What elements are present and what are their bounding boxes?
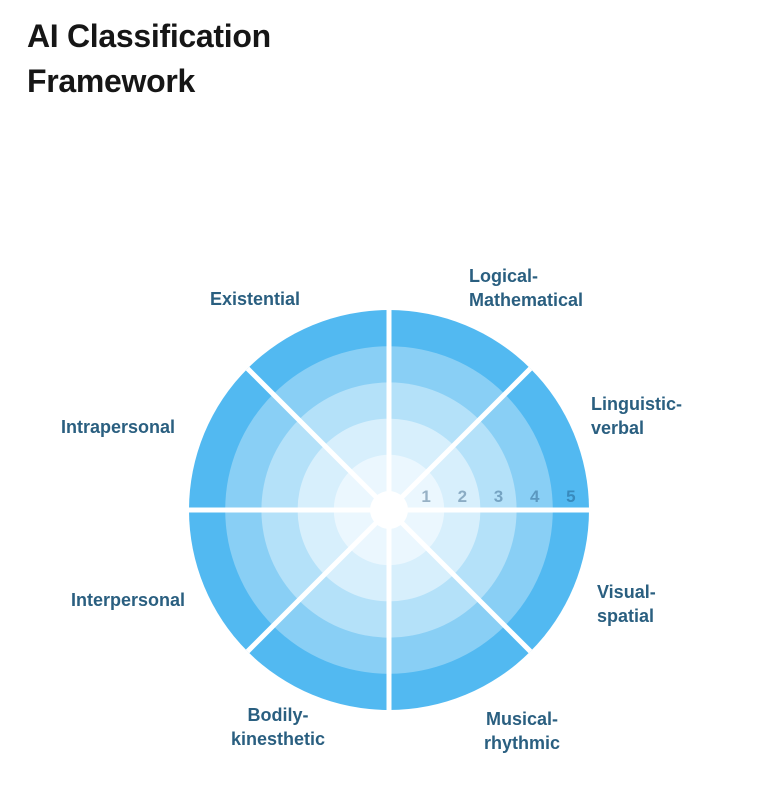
segment-label-bodily-kinesthetic: Bodily- kinesthetic [230, 705, 326, 749]
segment-label-intrapersonal: Intrapersonal [60, 417, 175, 437]
divider-line-8 [387, 366, 533, 512]
divider-line-4 [245, 508, 391, 654]
divider-line-6 [245, 366, 391, 512]
segment-label-linguistic-verbal: Linguistic- verbal [591, 394, 682, 438]
scale-tick-label-5: 5 [566, 487, 575, 506]
segment-label-visual-spatial: Visual- spatial [597, 582, 656, 626]
divider-line-2 [387, 508, 533, 654]
segment-label-musical-rhythmic: Musical- rhythmic [483, 709, 561, 753]
page-title: AI Classification Framework [27, 18, 271, 99]
scale-tick-label-3: 3 [494, 487, 503, 506]
scale-tick-label-4: 4 [530, 487, 540, 506]
scale-tick-label-1: 1 [421, 487, 430, 506]
segment-label-logical-mathematical: Logical- Mathematical [469, 266, 584, 310]
scale-tick-label-2: 2 [458, 487, 467, 506]
hub-circle [370, 491, 408, 529]
segment-label-existential: Existential [209, 289, 301, 309]
segment-label-interpersonal: Interpersonal [70, 590, 185, 610]
